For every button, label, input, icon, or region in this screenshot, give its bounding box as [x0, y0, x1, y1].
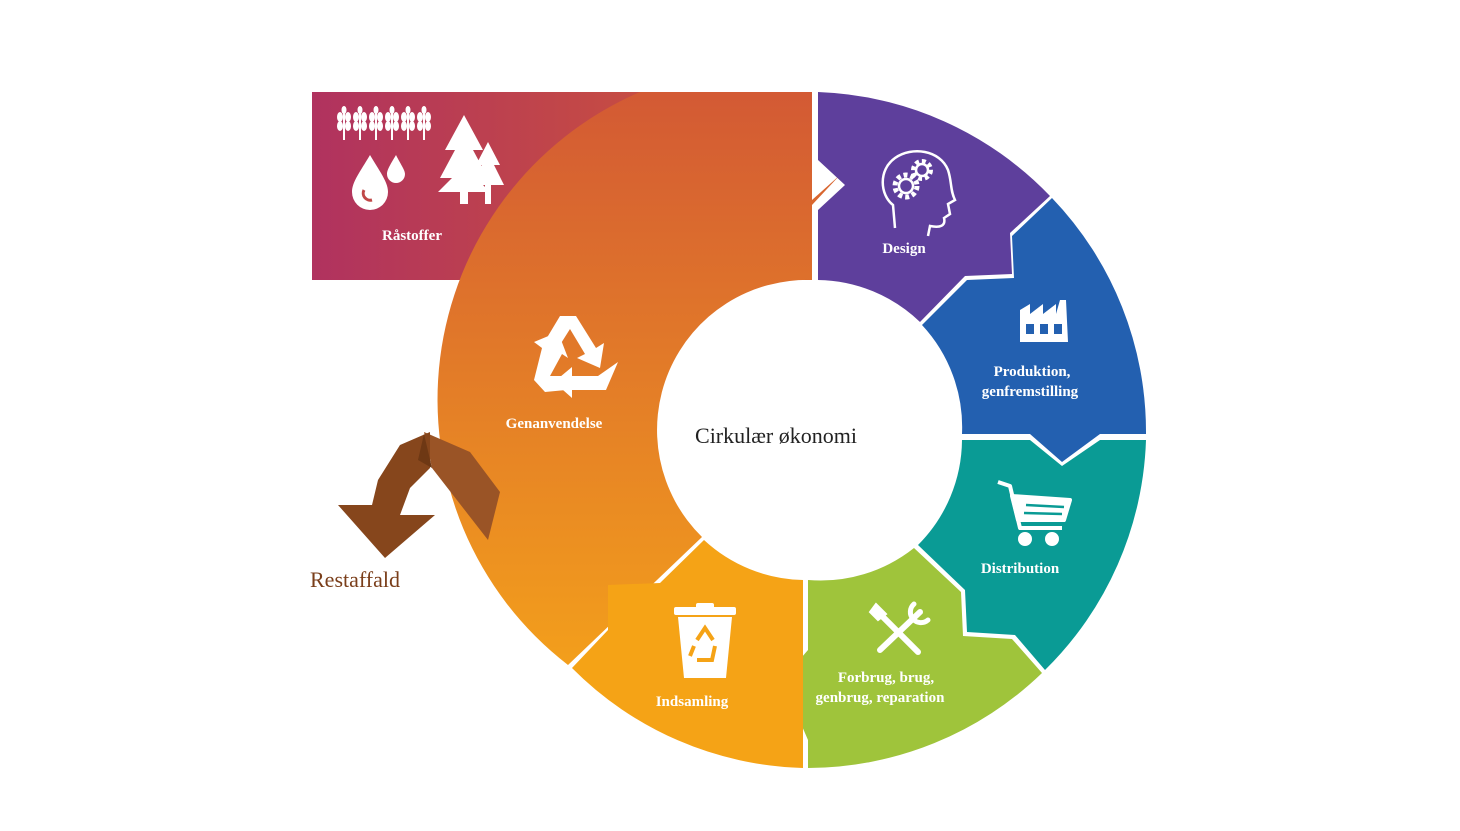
production-label-line1: Produktion,	[994, 364, 1071, 380]
wheat-icon	[337, 106, 431, 140]
segment-consumption	[782, 548, 1042, 768]
head-gears-icon	[881, 150, 957, 237]
factory-icon	[1020, 300, 1068, 342]
recycling-label: Genanvendelse	[506, 416, 603, 432]
design-label: Design	[882, 241, 926, 257]
consumption-label-line1: Forbrug, brug,	[838, 670, 935, 686]
cart-icon	[997, 480, 1072, 546]
segment-design	[818, 92, 1050, 322]
water-drops-icon	[352, 155, 405, 210]
waste-label: Restaffald	[310, 567, 400, 592]
production-label-line2: genfremstilling	[982, 384, 1079, 400]
distribution-label: Distribution	[981, 561, 1060, 577]
center-label: Cirkulær økonomi	[695, 423, 857, 448]
segment-recycling	[437, 92, 840, 665]
recycle-icon	[534, 316, 618, 398]
segment-distribution	[918, 440, 1146, 670]
trees-icon	[438, 115, 504, 204]
waste-arrow-icon	[338, 432, 500, 558]
center-circle	[662, 282, 958, 578]
raw-materials-label: Råstoffer	[382, 228, 442, 244]
tools-icon	[868, 601, 931, 655]
recycle-bin-icon	[674, 603, 736, 678]
consumption-label-line2: genbrug, reparation	[816, 690, 946, 706]
collection-label: Indsamling	[656, 694, 729, 710]
